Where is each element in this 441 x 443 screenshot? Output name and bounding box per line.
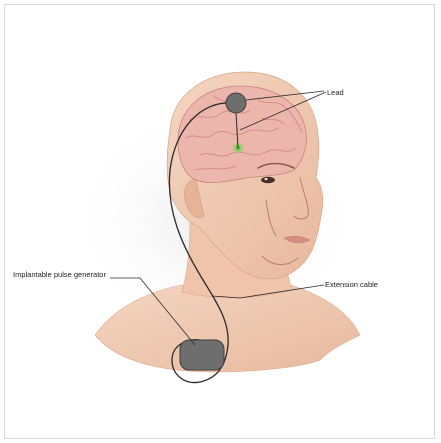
eye-highlight (265, 178, 268, 180)
lead-electrode-cap (226, 93, 246, 113)
extension-cable-label: Extension cable (325, 281, 378, 289)
lead-label: Lead (327, 89, 344, 97)
eye (261, 177, 275, 183)
pulse-generator (180, 340, 224, 370)
pulse-generator-label: Implantable pulse generator (13, 271, 106, 279)
